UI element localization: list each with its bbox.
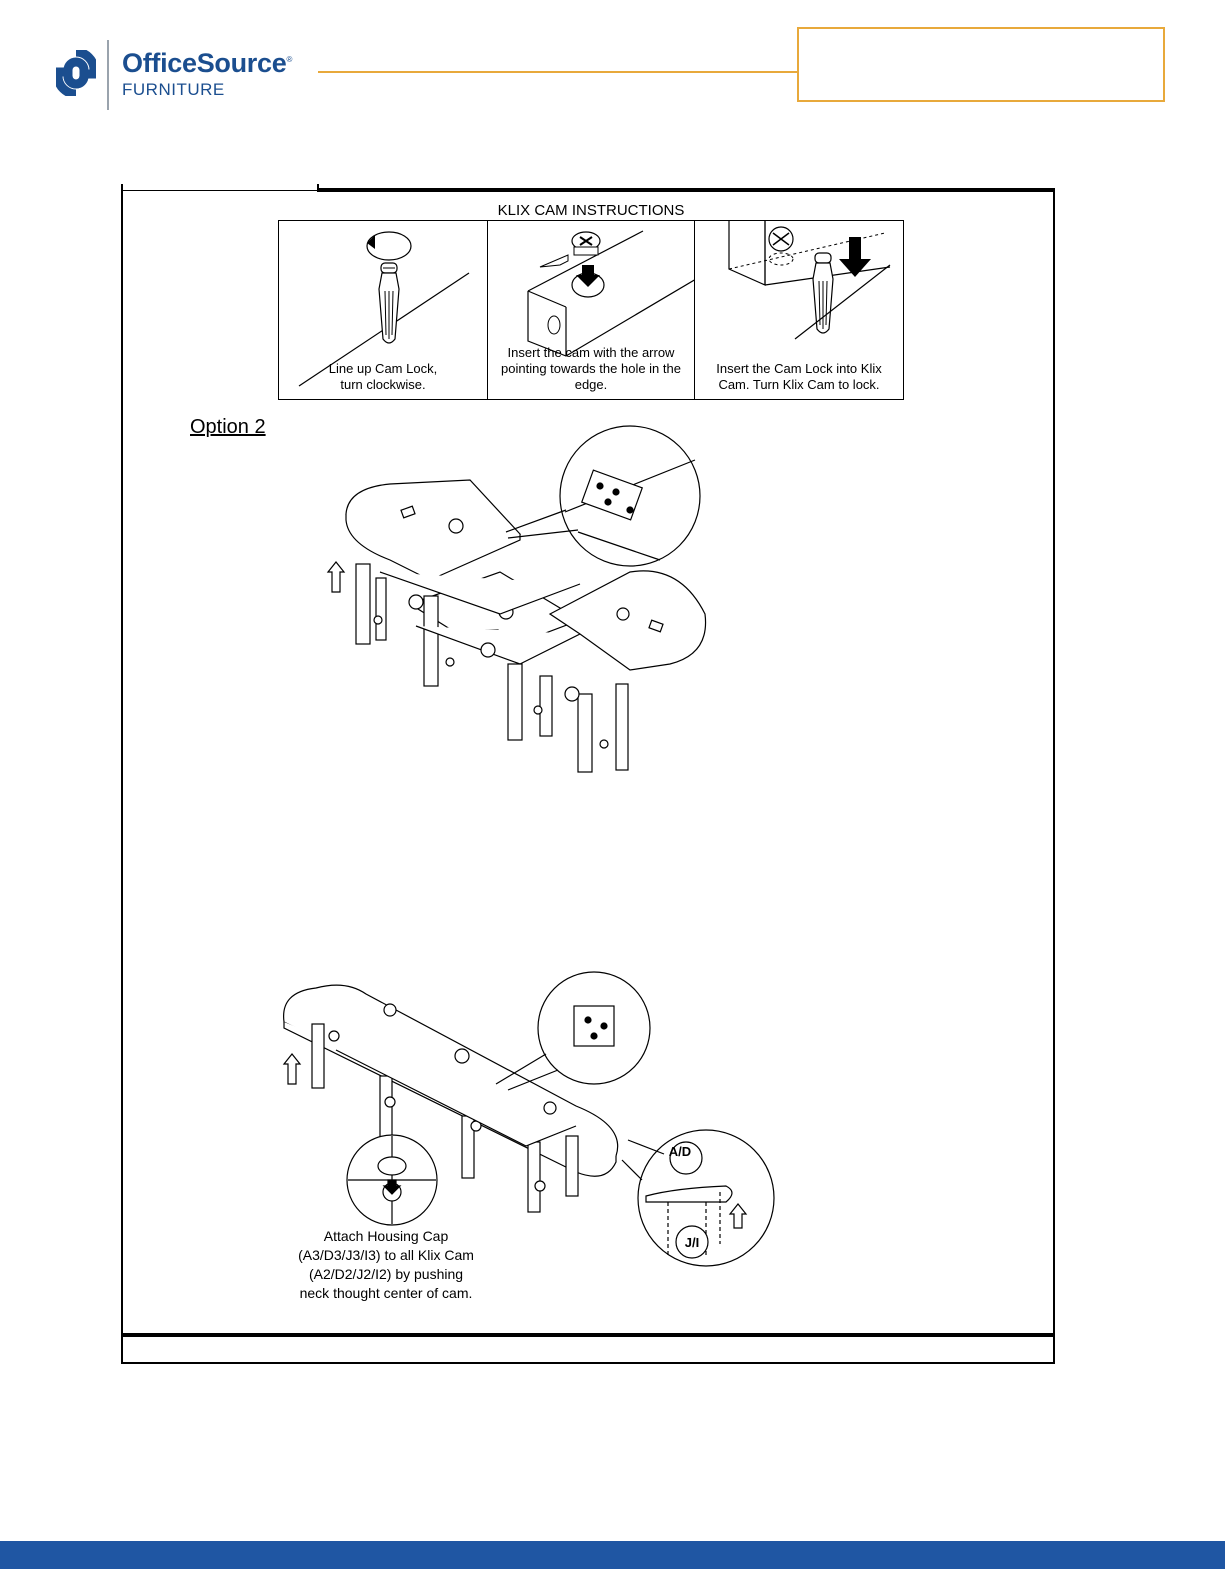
cam-lock-rotate-icon bbox=[298, 231, 470, 387]
exploded-assembly-drawing bbox=[326, 425, 707, 773]
company-logo: OfficeSource® FURNITURE bbox=[56, 38, 316, 112]
option-2-label: Option 2 bbox=[190, 416, 266, 438]
klix-step-1-caption: Line up Cam Lock, turn clockwise. bbox=[328, 361, 438, 392]
footer-bar bbox=[0, 1541, 1225, 1569]
klix-cam-title: KLIX CAM INSTRUCTIONS bbox=[497, 202, 685, 219]
cam-lock-insert-icon bbox=[728, 221, 891, 340]
assembled-table-drawing: A/D J/I bbox=[282, 971, 775, 1267]
header-rule bbox=[318, 71, 798, 73]
brand-name: OfficeSource® bbox=[122, 48, 293, 78]
logo-divider bbox=[107, 40, 109, 110]
callout-upper-label: A/D bbox=[669, 1144, 691, 1159]
callout-lower-label: J/I bbox=[685, 1235, 699, 1250]
klix-step-2-caption: Insert the cam with the arrow pointing t… bbox=[501, 345, 681, 392]
instruction-frame bbox=[121, 184, 1055, 1364]
cam-insert-icon bbox=[527, 230, 696, 357]
klix-step-1: Line up Cam Lock, turn clockwise. bbox=[278, 220, 488, 400]
header-box bbox=[797, 27, 1165, 102]
housing-cap-caption: Attach Housing Cap (A3/D3/J3/I3) to all … bbox=[298, 1228, 474, 1301]
brand-subtitle: FURNITURE bbox=[122, 80, 225, 99]
klix-step-2: Insert the cam with the arrow pointing t… bbox=[487, 220, 696, 400]
logo-mark-icon bbox=[56, 50, 96, 96]
footer-strip bbox=[0, 1569, 1225, 1585]
klix-step-3-caption: Insert the Cam Lock into Klix Cam. Turn … bbox=[716, 361, 882, 392]
klix-step-3: Insert the Cam Lock into Klix Cam. Turn … bbox=[694, 220, 904, 400]
